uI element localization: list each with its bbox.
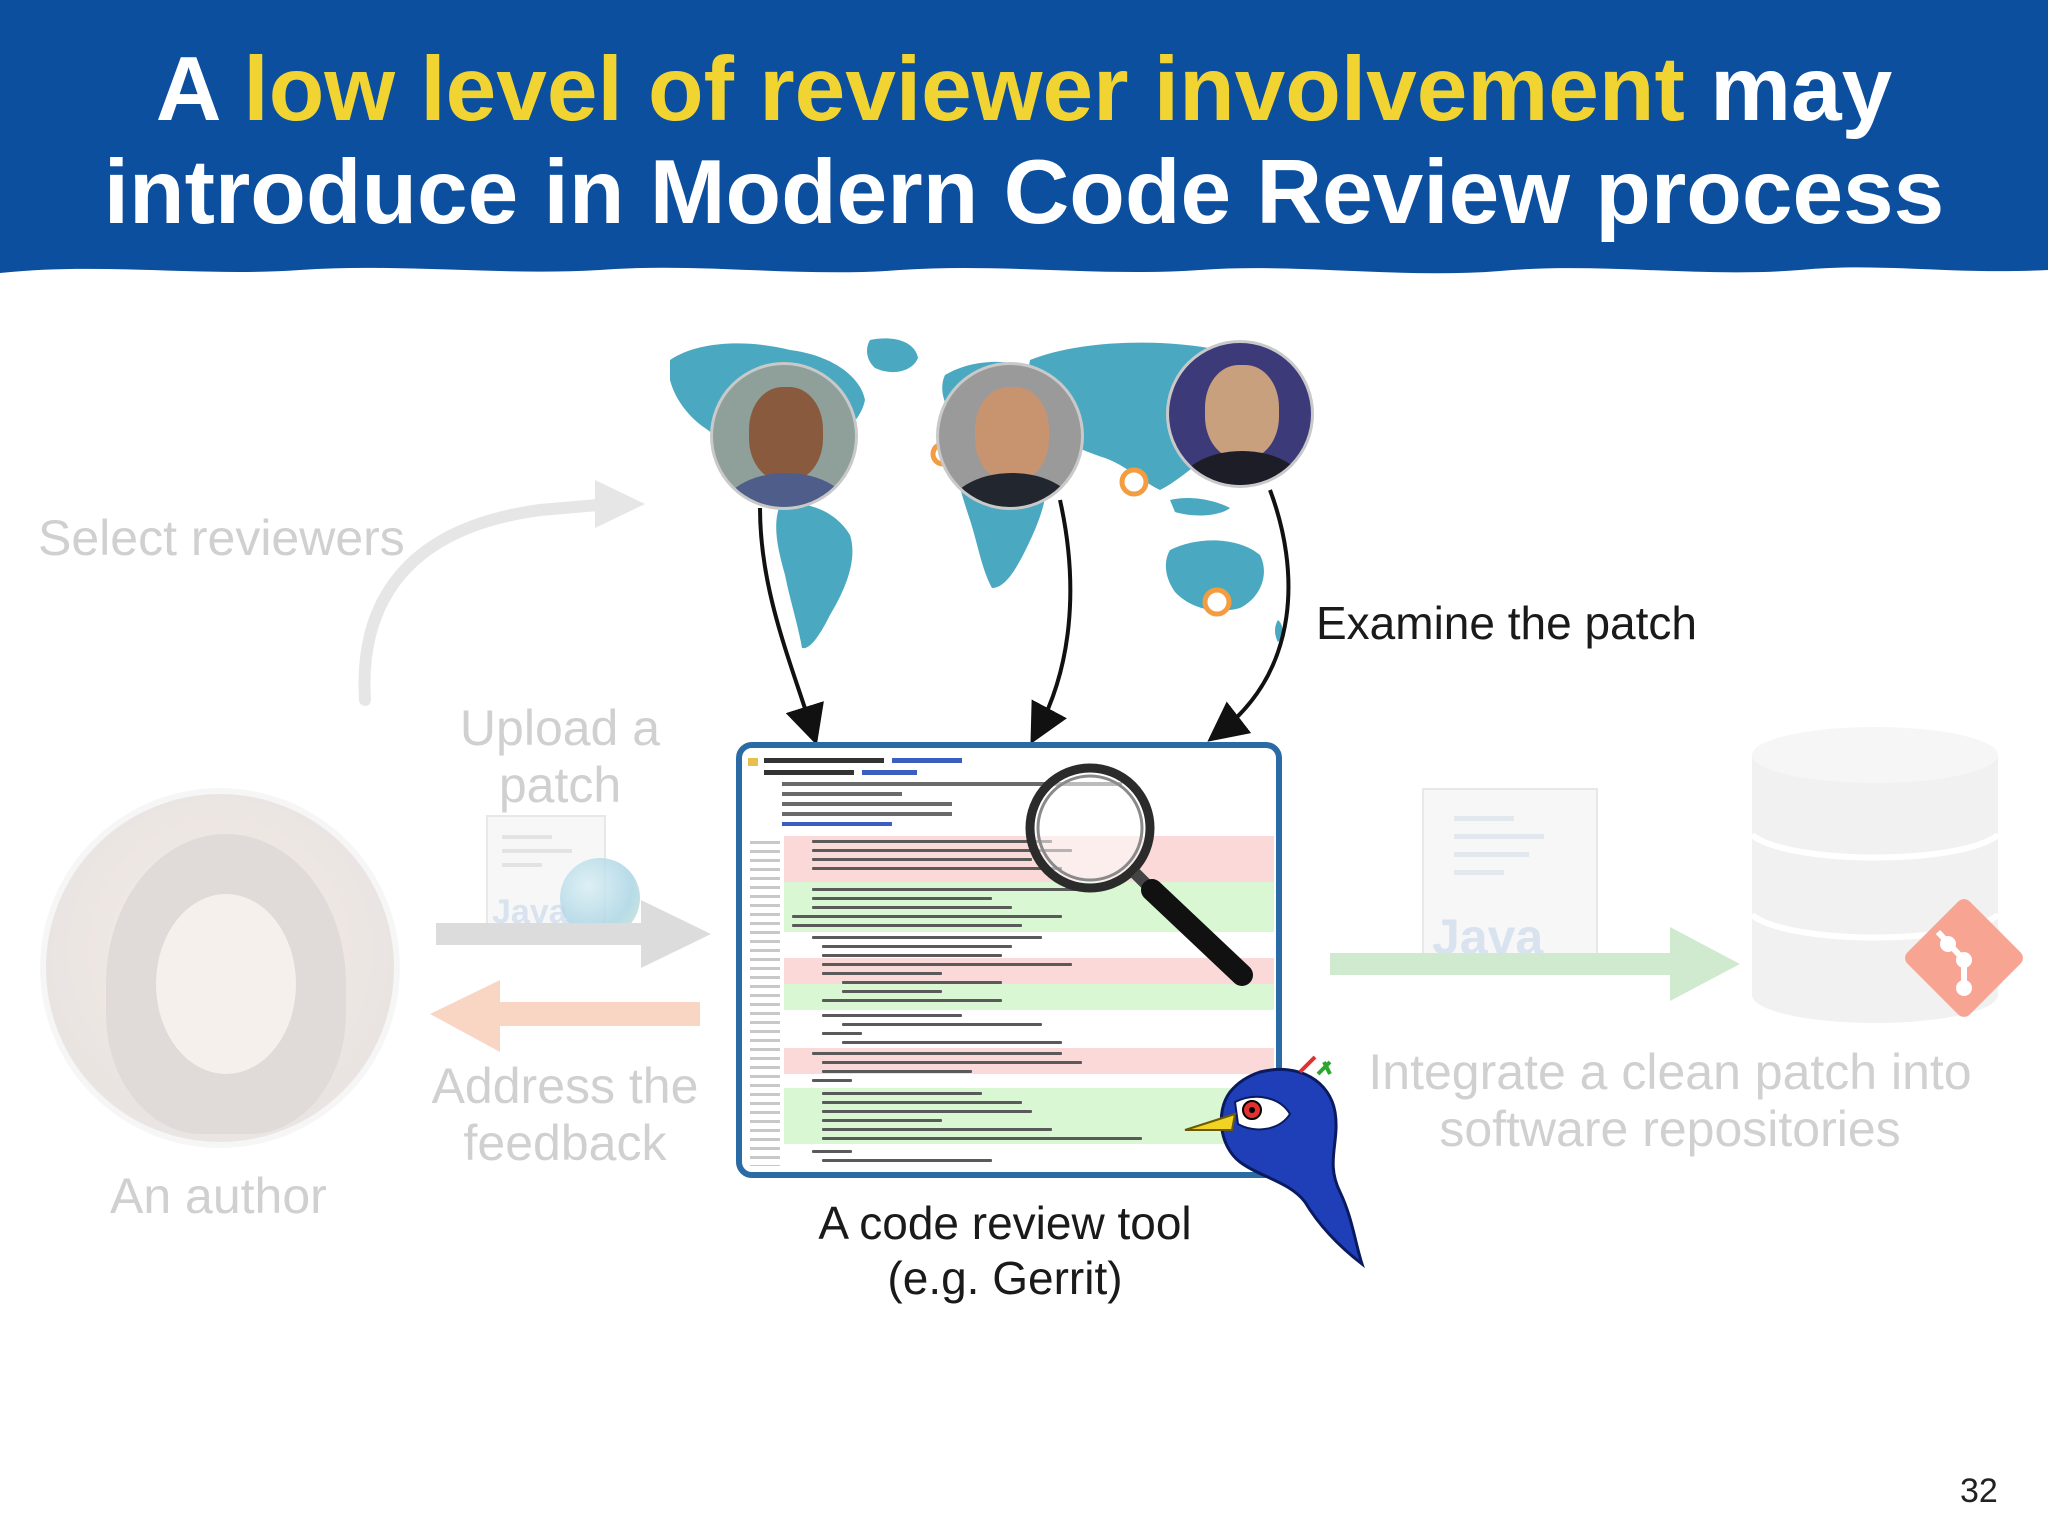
address-feedback-label: Address the feedback (415, 1058, 715, 1172)
upload-patch-line-1: Upload a (459, 700, 661, 756)
review-arrows (758, 489, 1291, 746)
title-line-2: introduce in Modern Code Review process (103, 142, 1945, 243)
title-banner (0, 0, 2048, 274)
reviewer-avatar-2 (936, 362, 1084, 510)
reviewer-avatar-1 (710, 362, 858, 510)
author-label: An author (110, 1168, 327, 1224)
title-highlight: low level of reviewer involvement (243, 39, 1685, 140)
integrate-line-2: software repositories (1439, 1101, 1901, 1157)
upload-patch-label: Upload a patch (440, 700, 680, 814)
tool-label-line-1: A code review tool (818, 1197, 1192, 1249)
code-review-tool-screenshot (736, 742, 1282, 1178)
git-logo-icon (1905, 899, 2023, 1017)
title-part-2: may (1684, 39, 1893, 140)
code-review-tool-label: A code review tool (e.g. Gerrit) (760, 1196, 1250, 1306)
select-reviewers-arrow (358, 480, 645, 706)
title-part-1: A (155, 39, 244, 140)
feedback-arrow (430, 980, 700, 1052)
select-reviewers-label: Select reviewers (38, 510, 405, 566)
author-avatar (40, 788, 400, 1148)
gerrit-bird-icon (1184, 1055, 1365, 1269)
slide-number: 32 (1960, 1472, 1998, 1510)
upload-patch-line-2: patch (498, 757, 622, 813)
slide-title: A low level of reviewer involvement may … (0, 38, 2048, 244)
reviewer-avatar-3 (1166, 340, 1314, 488)
integrate-label: Integrate a clean patch into software re… (1330, 1044, 2010, 1158)
tool-label-line-2: (e.g. Gerrit) (887, 1252, 1123, 1304)
address-feedback-line-1: Address the (431, 1058, 699, 1114)
magnifier-icon (1025, 763, 1253, 986)
upload-arrow (436, 900, 711, 968)
address-feedback-line-2: feedback (463, 1115, 667, 1171)
integrate-line-1: Integrate a clean patch into (1368, 1044, 1972, 1100)
integrate-arrow (1330, 927, 1740, 1001)
examine-patch-label: Examine the patch (1316, 597, 1698, 649)
